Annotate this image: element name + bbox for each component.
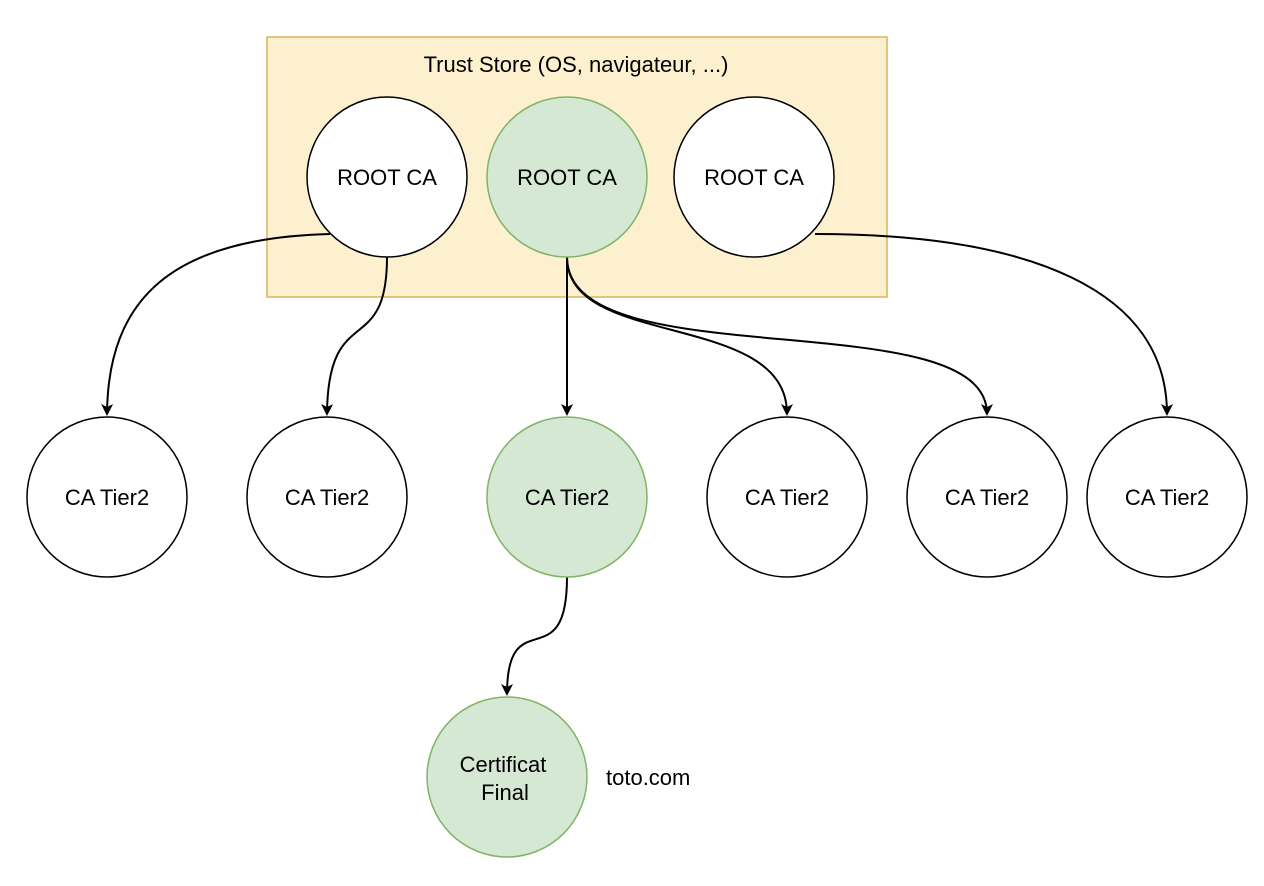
root-ca-circle — [673, 96, 835, 258]
root-ca-node-1: ROOT CA — [306, 96, 468, 258]
edge-root-1-to-tier2-1 — [101, 233, 331, 416]
final-cert-node: Certificat Final — [426, 696, 588, 858]
root-ca-group: ROOT CA ROOT CA ROOT CA — [306, 96, 835, 258]
root-ca-label: ROOT CA — [517, 165, 617, 190]
tier2-node-4: CA Tier2 — [706, 416, 868, 578]
edge-root-1-to-tier2-2 — [321, 256, 388, 416]
edges — [101, 233, 1173, 696]
tier2-circle — [1086, 416, 1248, 578]
final-cert-label-line2: Final — [481, 780, 529, 805]
tier2-circle — [906, 416, 1068, 578]
tier2-node-2: CA Tier2 — [246, 416, 408, 578]
final-cert-circle — [426, 696, 588, 858]
trust-store-title: Trust Store (OS, navigateur, ...) — [424, 52, 729, 77]
tier2-node-1: CA Tier2 — [26, 416, 188, 578]
tier2-label: CA Tier2 — [285, 485, 369, 510]
edge-root-2-to-tier2-5 — [566, 256, 993, 416]
tier2-label: CA Tier2 — [945, 485, 1029, 510]
tier2-circle — [486, 416, 648, 578]
final-cert-domain: toto.com — [606, 765, 690, 790]
tier2-label: CA Tier2 — [745, 485, 829, 510]
tier2-group: CA Tier2 CA Tier2 CA Tier2 CA Tier2 CA T… — [26, 416, 1248, 578]
edge-tier2-3-to-final-cert — [501, 576, 568, 696]
root-ca-label: ROOT CA — [704, 165, 804, 190]
tier2-node-5: CA Tier2 — [906, 416, 1068, 578]
tier2-node-3: CA Tier2 — [486, 416, 648, 578]
final-cert-label-line1: Certificat — [460, 752, 547, 777]
tier2-label: CA Tier2 — [1125, 485, 1209, 510]
tier2-circle — [706, 416, 868, 578]
tier2-circle — [246, 416, 408, 578]
root-ca-circle — [306, 96, 468, 258]
root-ca-circle — [486, 96, 648, 258]
tier2-label: CA Tier2 — [525, 485, 609, 510]
tier2-circle — [26, 416, 188, 578]
tier2-node-6: CA Tier2 — [1086, 416, 1248, 578]
root-ca-node-2: ROOT CA — [486, 96, 648, 258]
edge-root-3-to-tier2-6 — [814, 233, 1173, 416]
tier2-label: CA Tier2 — [65, 485, 149, 510]
root-ca-node-3: ROOT CA — [673, 96, 835, 258]
root-ca-label: ROOT CA — [337, 165, 437, 190]
